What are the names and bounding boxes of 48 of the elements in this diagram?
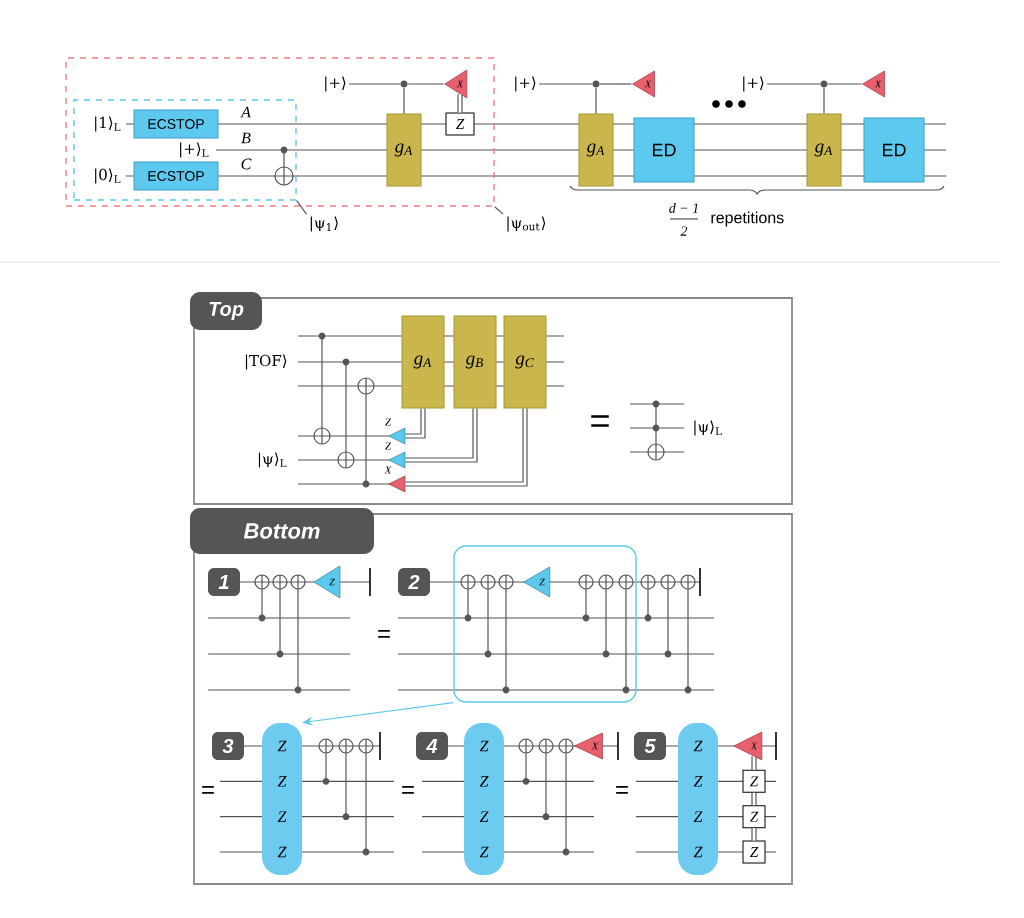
number-badge: 1 [208,568,240,596]
number-badge: 5 [634,732,666,760]
wire [348,83,401,85]
dashed-frame [65,57,495,207]
panel-tab: Bottom [190,508,374,554]
leader-line [494,206,504,215]
wire-label: A [240,106,251,118]
leader-line [296,200,308,215]
control-line [823,87,825,115]
wire [827,83,863,85]
control-line [595,87,597,115]
wire [407,83,445,85]
gate-box: ED [633,117,695,183]
gate-box: g$_{C}$ [503,315,547,409]
equals-sign: = [402,786,414,794]
classical-wire [751,756,757,770]
gate-column: Z Z Z Z [464,723,504,875]
highlight-box [453,545,637,703]
classical-wire [405,408,478,463]
number-badge: 4 [416,732,448,760]
gate-box: g$_{A}$ [386,113,422,187]
gate-box: g$_{A}$ [401,315,445,409]
classical-wire [751,792,757,806]
equals-sign: = [591,415,609,427]
wire-label: B [241,132,251,144]
gate-box: g$_{B}$ [453,315,497,409]
classical-wire [405,408,528,487]
panel-tab: Top [190,292,262,330]
gate-column: Z Z Z Z [262,723,302,875]
number-badge: 3 [212,732,244,760]
classical-wire [751,828,757,841]
wire [538,83,593,85]
number-badge: 2 [398,568,430,596]
gate-box: ED [863,117,925,183]
wire [599,83,633,85]
gate-box: g$_{A}$ [806,113,842,187]
wire-label: C [241,158,252,170]
dashed-frame [73,99,297,201]
wire [766,83,821,85]
equals-sign: = [378,630,390,638]
classical-wire [405,408,426,439]
equals-sign: = [202,786,214,794]
equals-sign: = [616,786,628,794]
gate-box: g$_{A}$ [578,113,614,187]
brace-label: repetitions [711,211,784,227]
control-line [403,87,405,115]
classical-wire [457,94,463,113]
gate-column: Z Z Z Z [678,723,718,875]
